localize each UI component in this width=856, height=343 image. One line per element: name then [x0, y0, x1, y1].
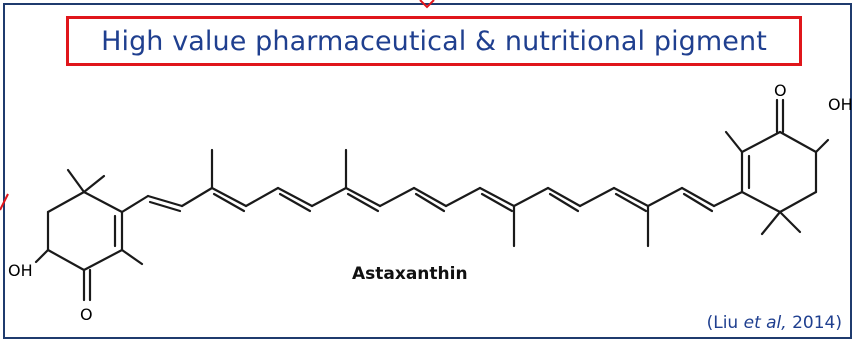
connector-arrow-icon: [419, 0, 435, 9]
title-text: High value pharmaceutical & nutritional …: [101, 25, 767, 57]
o-label-right: O: [774, 81, 787, 100]
oh-label-left: OH: [8, 261, 33, 280]
citation-open: (Liu: [706, 313, 744, 333]
citation: (Liu et al, 2014): [707, 313, 842, 333]
o-label-left: O: [80, 305, 93, 324]
citation-close: 2014): [786, 313, 842, 333]
oh-label-right: OH: [828, 95, 853, 114]
compound-name: Astaxanthin: [352, 264, 468, 284]
title-box: High value pharmaceutical & nutritional …: [66, 16, 802, 66]
connector-line-icon: [0, 193, 9, 211]
citation-italic: et al,: [743, 313, 787, 333]
